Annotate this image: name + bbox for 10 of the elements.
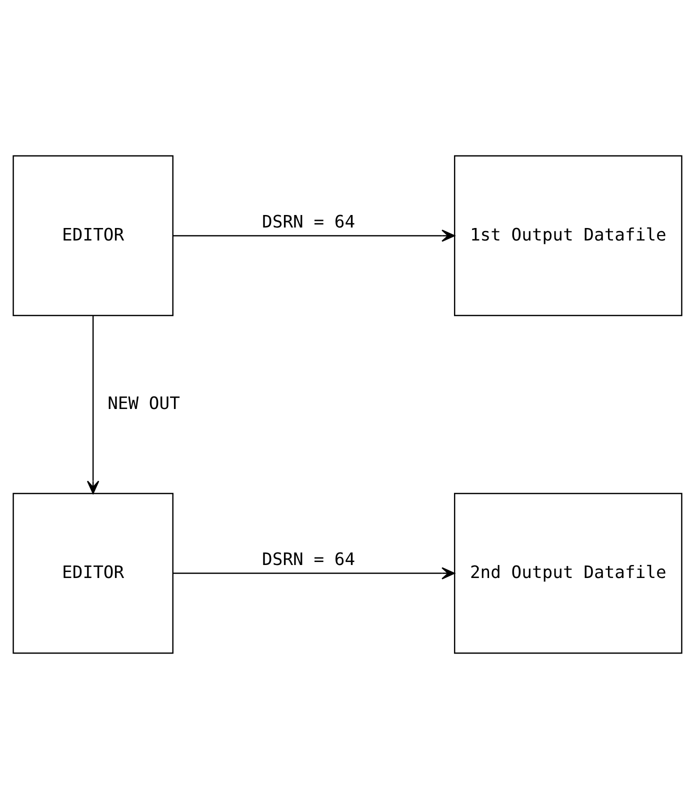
edge-label: DSRN = 64 <box>262 212 356 232</box>
node-box: EDITOR <box>12 155 174 316</box>
node-box: 2nd Output Datafile <box>454 492 682 654</box>
node-box: 1st Output Datafile <box>454 155 682 316</box>
edge-label: DSRN = 64 <box>262 550 356 570</box>
arrow <box>173 230 455 242</box>
edge-label: NEW OUT <box>108 394 180 414</box>
node-box: EDITOR <box>12 492 174 654</box>
arrow <box>86 316 100 494</box>
arrow <box>173 567 455 580</box>
